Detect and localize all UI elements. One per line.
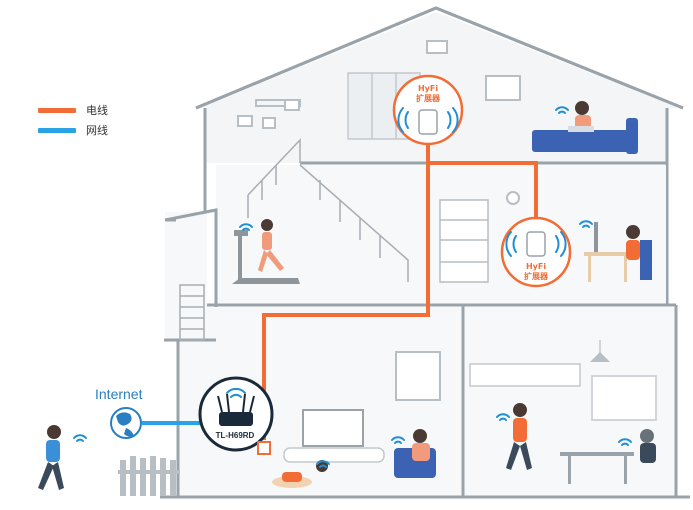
bookshelf xyxy=(439,199,489,283)
router-label: TL-H69RD xyxy=(215,431,255,440)
globe-icon xyxy=(110,407,142,439)
router-device xyxy=(198,376,274,452)
extender-right-label: HyFi 扩展器 xyxy=(518,262,554,282)
legend-item-power: 电线 xyxy=(38,100,108,120)
person-lying xyxy=(272,460,328,488)
person-outside xyxy=(38,425,64,490)
wifi-icon xyxy=(505,231,567,257)
attic-window xyxy=(426,40,448,54)
internet-label: Internet xyxy=(95,386,143,402)
extender-top-name: HyFi xyxy=(417,84,439,93)
power-line-swatch xyxy=(38,107,76,113)
dining-table xyxy=(560,429,656,484)
roof-fill xyxy=(200,12,680,108)
sofa-top xyxy=(532,101,638,154)
wifi-icon xyxy=(579,220,593,228)
tv-stand xyxy=(283,409,385,463)
kitchen xyxy=(469,340,657,421)
wifi-icon xyxy=(397,107,459,133)
network-line-label: 网线 xyxy=(86,124,108,137)
wifi-icon xyxy=(226,387,246,398)
wifi-icon xyxy=(555,106,569,114)
legend: 电线 网线 xyxy=(38,100,108,140)
extender-right xyxy=(500,216,572,288)
person-running xyxy=(258,219,284,272)
fence xyxy=(118,456,180,496)
wifi-icons xyxy=(73,106,632,468)
armchair xyxy=(394,429,436,478)
wifi-icon xyxy=(618,438,632,446)
extender-top-label: HyFi 扩展器 xyxy=(410,84,446,104)
wifi-icon xyxy=(239,223,253,231)
extender-top xyxy=(392,74,464,146)
extender-top-type: 扩展器 xyxy=(416,94,440,103)
wall-clock xyxy=(506,191,520,205)
power-lines xyxy=(262,140,538,440)
power-line-label: 电线 xyxy=(86,104,108,117)
wifi-icon xyxy=(391,436,405,444)
legend-item-network: 网线 xyxy=(38,120,108,140)
balcony-railing xyxy=(179,284,205,341)
power-socket xyxy=(257,441,271,455)
extender-right-name: HyFi xyxy=(525,262,547,271)
picture-frames xyxy=(237,75,521,401)
person-cooking xyxy=(506,403,532,470)
power-line-right xyxy=(428,161,538,218)
desk xyxy=(584,222,652,282)
staircase xyxy=(247,138,409,282)
extender-right-type: 扩展器 xyxy=(524,272,548,281)
wifi-icon xyxy=(73,434,87,442)
treadmill xyxy=(232,230,300,284)
wifi-icon xyxy=(316,460,330,468)
wifi-icon xyxy=(496,413,510,421)
power-line-router-top xyxy=(262,140,430,440)
network-line-swatch xyxy=(38,127,76,133)
